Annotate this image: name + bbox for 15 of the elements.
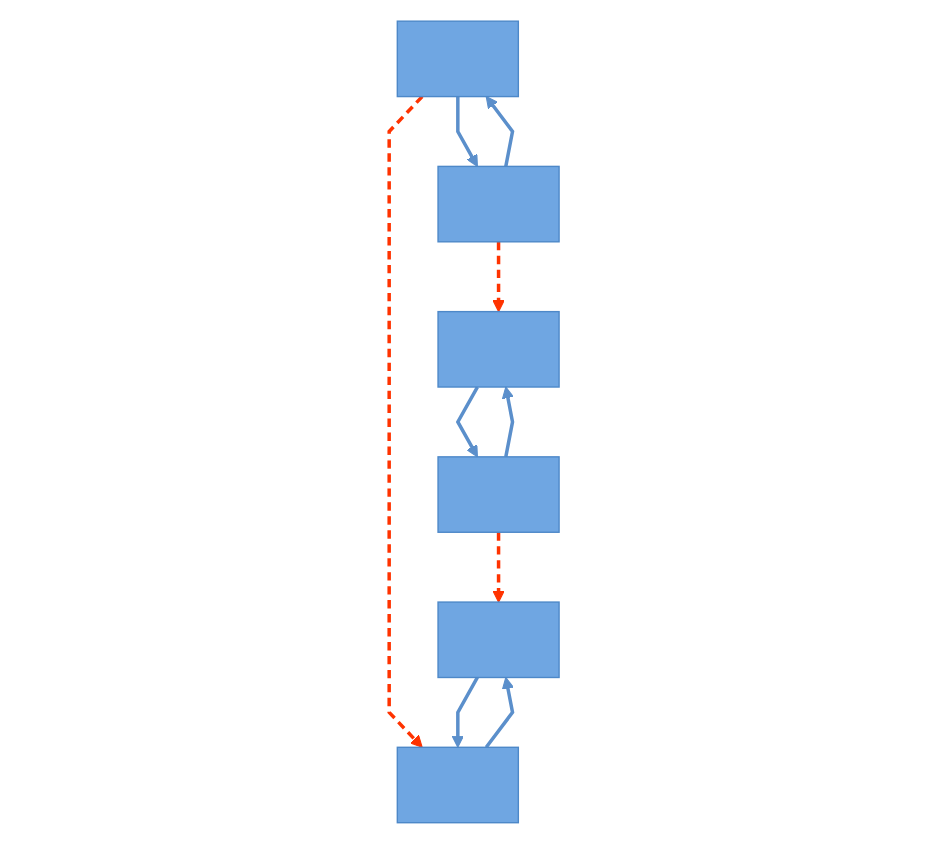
arrow — [493, 241, 506, 313]
node-box — [397, 746, 520, 824]
node-box — [438, 456, 561, 534]
arrow — [502, 386, 516, 458]
node-box — [397, 20, 520, 98]
arrow — [485, 677, 516, 749]
arrow — [456, 96, 479, 167]
arrow — [452, 676, 480, 748]
node-box — [438, 165, 561, 243]
arrow — [456, 386, 480, 458]
arrow — [388, 95, 425, 748]
node-box — [438, 311, 561, 388]
node-box — [438, 601, 561, 679]
arrow — [493, 532, 506, 603]
arrow — [486, 96, 516, 167]
